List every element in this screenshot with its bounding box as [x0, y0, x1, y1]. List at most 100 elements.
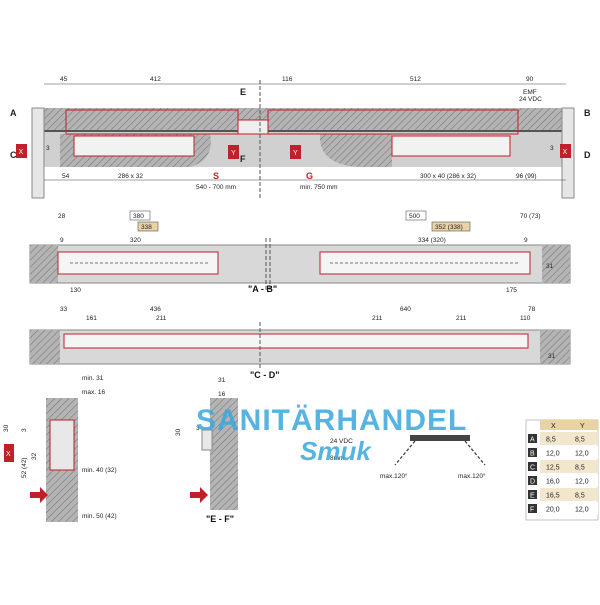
table-row-key: D: [530, 479, 535, 486]
s-label: S: [213, 171, 219, 181]
table-row-x: 12,5: [546, 465, 560, 472]
ab-dim-338: 338: [141, 224, 152, 231]
table-row: [540, 502, 598, 515]
watermark: SANITÄRHANDEL Smuk: [196, 404, 467, 466]
ef-16: 16: [218, 391, 226, 398]
g-range: min. 750 mm: [300, 184, 338, 191]
ab-dim-31: 31: [546, 263, 554, 270]
table-row-x: 16,0: [546, 479, 560, 486]
table-row-key-box: [528, 504, 537, 513]
table-row-key-box: [528, 448, 537, 457]
dl-arrow-icon: [30, 487, 48, 503]
detail-left: min. 31 max. 16 30 3 32 52 (42) min. 40 …: [3, 375, 117, 522]
table-row-key-box: [528, 490, 537, 499]
ef-30: 30: [175, 428, 182, 436]
three-left: 3: [46, 145, 50, 152]
ab-dim-334-320: 334 (320): [418, 237, 446, 244]
g-label: G: [306, 171, 313, 181]
dim-412: 412: [150, 76, 161, 83]
tag-x-right-label: X: [563, 149, 568, 156]
table-row: [540, 432, 598, 445]
tag-y-center: [228, 145, 239, 159]
ab-dim-9-right: 9: [524, 237, 528, 244]
ab-wall-right: [542, 245, 570, 283]
table-row-y: 12,0: [575, 451, 589, 458]
cd-wall-right: [540, 330, 570, 364]
ef-title: "E - F": [206, 514, 234, 524]
table-row: [540, 474, 598, 487]
marker-b: B: [584, 108, 591, 118]
emf-label: EMF: [523, 89, 537, 96]
ab-dim-28: 28: [58, 213, 66, 220]
table-row-key: C: [530, 465, 535, 472]
ab-dim-9-left: 9: [60, 237, 64, 244]
right-slide-rail: [391, 135, 511, 157]
marker-e: E: [240, 87, 246, 97]
table-row-x: 8,5: [546, 437, 556, 444]
dim-512: 512: [410, 76, 421, 83]
detail-ef: 31 16 30 3 "E - F" 24 VDC 8mm: [175, 377, 353, 524]
marker-a: A: [10, 108, 17, 118]
arm-bar: [410, 435, 470, 441]
left-post: [31, 107, 45, 199]
dl-max16: max. 16: [82, 389, 106, 396]
table-row-y: 8,5: [575, 465, 585, 472]
cd-dim-33: 33: [60, 306, 68, 313]
tag-x-right: [560, 144, 571, 158]
dl-3: 3: [21, 428, 28, 432]
dl-min40: min. 40 (32): [82, 467, 117, 474]
dim-286x32: 286 x 32: [118, 173, 143, 180]
tag-x-left: [16, 144, 27, 158]
table-row-y: 8,5: [575, 437, 585, 444]
cd-dim-211-b: 211: [372, 315, 383, 322]
detail-left-closer: [49, 419, 75, 471]
table-row-key-box: [528, 476, 537, 485]
table-row: [540, 446, 598, 459]
table-row-y: 8,5: [575, 493, 585, 500]
left-slide-rail: [73, 135, 195, 157]
table-row-key: F: [530, 507, 534, 514]
table-row-y: 12,0: [575, 507, 589, 514]
dl-min31: min. 31: [82, 375, 104, 382]
tag-y-right: [290, 145, 301, 159]
dim-96-99: 96 (99): [516, 173, 537, 180]
cd-dim-211-a: 211: [156, 315, 167, 322]
ef-8mm: 8mm: [330, 455, 344, 462]
ab-dim-175: 175: [506, 287, 517, 294]
dim-90: 90: [526, 76, 534, 83]
dl-32: 32: [31, 452, 38, 460]
ab-dim-130: 130: [70, 287, 81, 294]
table-row-key-box: [528, 434, 537, 443]
table-row-x: 12,0: [546, 451, 560, 458]
table-row-key: E: [530, 493, 535, 500]
center-wall-pocket: [319, 134, 392, 167]
detail-ef-wall: [210, 398, 238, 510]
ef-arrow-icon: [190, 487, 208, 503]
marker-d: D: [584, 150, 591, 160]
arm-left-angle: max.120°: [380, 472, 408, 480]
dim-45: 45: [60, 76, 68, 83]
arm-right-swing: [464, 440, 486, 466]
cd-dim-110: 110: [520, 315, 531, 322]
arm-diagram: max.120° max.120°: [380, 435, 486, 480]
dim-116: 116: [282, 76, 293, 83]
s-range: 540 - 700 mm: [196, 184, 236, 191]
dl-min50: min. 50 (42): [82, 513, 117, 520]
ab-dim-70-73: 70 (73): [520, 213, 541, 220]
table-row: [540, 488, 598, 501]
three-right: 3: [550, 145, 554, 152]
ef-3: 3: [196, 425, 200, 432]
center-coupling: [237, 119, 269, 135]
top-view: 45 412 116 512 90 EMF 24 VDC A C B D E F…: [10, 76, 591, 200]
dl-tag-x-label: X: [6, 451, 11, 458]
ab-title: "A - B": [248, 284, 277, 294]
cd-title: "C - D": [250, 370, 280, 380]
arm-left-swing: [394, 440, 416, 466]
watermark-line1: SANITÄRHANDEL: [196, 404, 467, 437]
tag-y-right-label: Y: [293, 150, 298, 157]
dim-300x40: 300 x 40 (286 x 32): [420, 173, 476, 180]
detail-ef-closer: [201, 429, 213, 451]
ef-vdc: 24 VDC: [330, 438, 353, 445]
